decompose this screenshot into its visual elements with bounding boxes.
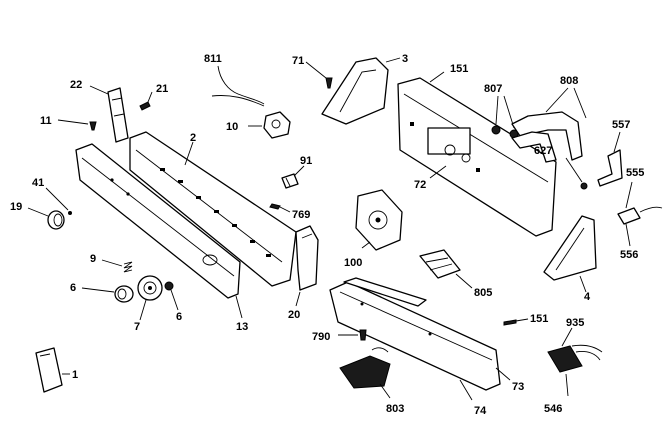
part-terminal-block-546 bbox=[547, 327, 603, 397]
callout-72: 72 bbox=[414, 179, 426, 191]
callout-769: 769 bbox=[292, 209, 310, 221]
callout-556: 556 bbox=[620, 249, 638, 261]
callout-803: 803 bbox=[386, 403, 404, 415]
callout-71: 71 bbox=[292, 55, 304, 67]
callout-7: 7 bbox=[134, 321, 140, 333]
part-harness-805 bbox=[419, 249, 473, 289]
callout-22: 22 bbox=[70, 79, 82, 91]
part-knob-6b bbox=[164, 281, 179, 311]
callout-91: 91 bbox=[300, 155, 312, 167]
part-screw-71 bbox=[305, 61, 333, 89]
callout-2: 2 bbox=[190, 132, 196, 144]
callout-10: 10 bbox=[226, 121, 238, 133]
part-control-panel bbox=[129, 131, 297, 287]
part-timer-100 bbox=[355, 189, 403, 251]
callout-11: 11 bbox=[40, 115, 52, 127]
callout-100: 100 bbox=[344, 257, 362, 269]
callout-546: 546 bbox=[544, 403, 562, 415]
part-rear-panel bbox=[397, 71, 557, 237]
part-screw-21 bbox=[139, 91, 153, 111]
part-bracket-left bbox=[89, 85, 129, 143]
callout-6a: 6 bbox=[70, 282, 76, 294]
part-knob-6a bbox=[81, 285, 134, 303]
part-wire-811 bbox=[211, 65, 265, 107]
callout-4: 4 bbox=[584, 291, 591, 303]
callout-20: 20 bbox=[288, 309, 300, 321]
part-endcap-20 bbox=[295, 225, 319, 307]
part-front-panel bbox=[75, 143, 243, 319]
part-screw-11 bbox=[57, 119, 97, 131]
callout-790: 790 bbox=[312, 331, 330, 343]
callout-627: 627 bbox=[534, 145, 552, 157]
callout-808: 808 bbox=[560, 75, 578, 87]
part-switch-10 bbox=[248, 111, 291, 139]
part-lens-803 bbox=[339, 347, 391, 399]
part-screw-627 bbox=[565, 157, 588, 190]
callout-805: 805 bbox=[474, 287, 492, 299]
part-screw-790 bbox=[338, 329, 367, 341]
callout-151a: 151 bbox=[450, 63, 468, 75]
callout-151b: 151 bbox=[530, 313, 548, 325]
callout-74: 74 bbox=[474, 405, 487, 417]
part-manual bbox=[35, 347, 70, 393]
callout-557: 557 bbox=[612, 119, 630, 131]
part-spring-9 bbox=[101, 259, 133, 273]
part-clip-91 bbox=[281, 165, 305, 189]
part-grommet-807 bbox=[491, 95, 519, 139]
part-screw-151b bbox=[503, 318, 529, 326]
callout-21: 21 bbox=[156, 83, 168, 95]
part-screw-769 bbox=[269, 203, 291, 213]
part-dial-7 bbox=[137, 275, 163, 321]
callout-13: 13 bbox=[236, 321, 248, 333]
callout-73: 73 bbox=[512, 381, 524, 393]
part-side-bracket-3 bbox=[321, 57, 401, 125]
callout-555: 555 bbox=[626, 167, 644, 179]
callout-811: 811 bbox=[204, 53, 222, 65]
callout-807: 807 bbox=[484, 83, 502, 95]
callout-935: 935 bbox=[566, 317, 584, 329]
part-lower-panel bbox=[329, 277, 511, 401]
callout-19: 19 bbox=[10, 201, 22, 213]
part-hose-808 bbox=[511, 87, 587, 163]
callout-1: 1 bbox=[72, 369, 78, 381]
callout-3: 3 bbox=[402, 53, 408, 65]
callout-9: 9 bbox=[90, 253, 96, 265]
part-connector-555 bbox=[617, 181, 663, 247]
part-knob-19 bbox=[27, 207, 65, 230]
callout-6b: 6 bbox=[176, 311, 182, 323]
part-clip-41 bbox=[45, 187, 72, 215]
part-bracket-557 bbox=[597, 131, 623, 187]
callout-41: 41 bbox=[32, 177, 44, 189]
part-side-bracket-4 bbox=[543, 215, 597, 293]
